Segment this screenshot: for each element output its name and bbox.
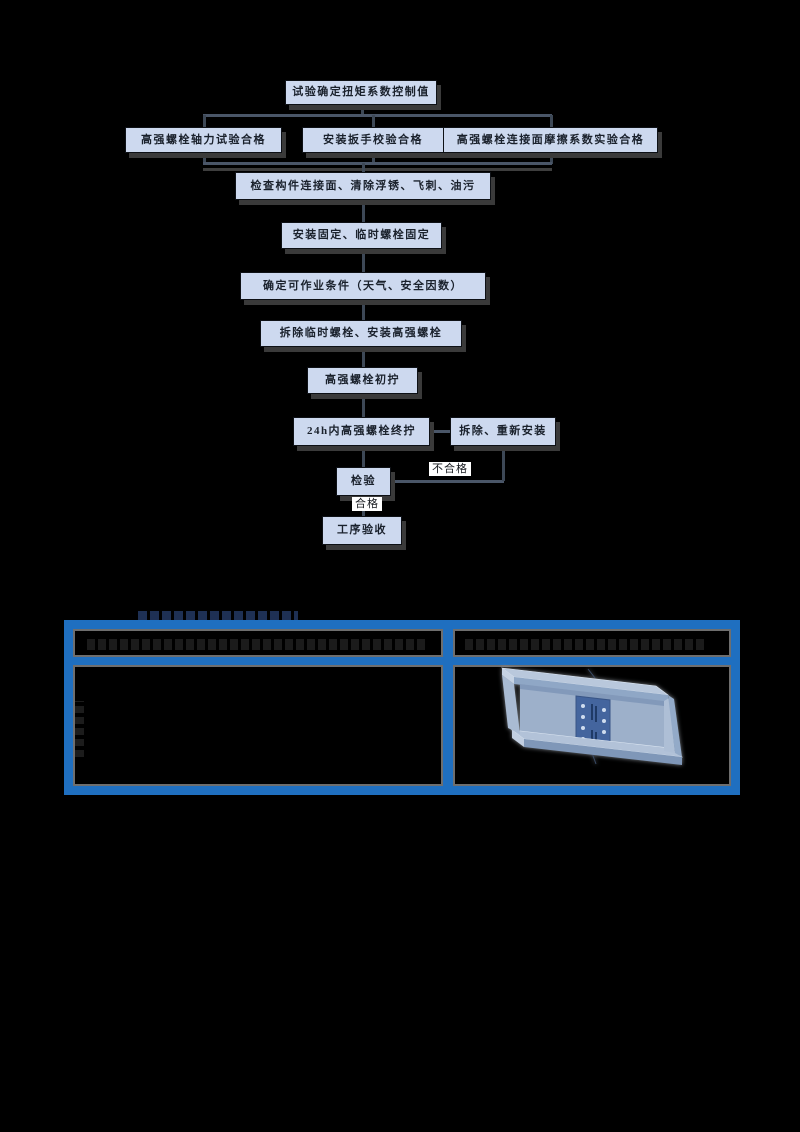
connector-line — [203, 115, 206, 128]
table-column-divider — [443, 629, 453, 657]
connector-line — [372, 115, 375, 128]
flow-node-initial-tightening: 高强螺栓初拧 — [307, 367, 418, 394]
flow-node-remove-reinstall: 拆除、重新安装 — [450, 417, 556, 446]
connector-line — [550, 115, 553, 128]
flow-node-label: 拆除临时螺栓、安装高强螺栓 — [279, 327, 443, 340]
flow-node-label: 安装扳手校验合格 — [323, 133, 423, 146]
connector-line — [550, 153, 553, 164]
connector-line — [362, 394, 365, 418]
flow-node-work-conditions: 确定可作业条件（天气、安全因数） — [240, 272, 486, 300]
flow-node-label: 24h内高强螺栓终拧 — [306, 425, 417, 438]
edge-label-fail: 不合格 — [429, 462, 471, 477]
flow-node-label: 高强螺栓初拧 — [325, 374, 400, 387]
connector-line — [372, 153, 375, 164]
steel-beam-splice-image — [488, 654, 696, 790]
connector-line — [362, 200, 365, 223]
connector-line — [362, 347, 365, 368]
flow-node-wrench-calibration: 安装扳手校验合格 — [302, 127, 444, 153]
edge-label-pass: 合格 — [352, 497, 382, 512]
table-header-cell-left — [73, 629, 443, 657]
flow-node-process-acceptance: 工序验收 — [322, 516, 402, 545]
table-body-cell-right — [453, 665, 731, 786]
table-row-divider — [73, 657, 731, 665]
flow-node-label: 试验确定扭矩系数控制值 — [292, 86, 430, 99]
flow-node-label: 高强螺栓轴力试验合格 — [141, 133, 266, 146]
illegible-clipped-text-column — [75, 701, 84, 757]
procedure-table — [64, 620, 740, 795]
connector-line — [203, 153, 206, 164]
flow-node-label: 高强螺栓连接面摩擦系数实验合格 — [456, 133, 645, 146]
flow-node-label: 工序验收 — [337, 524, 387, 537]
connector-line — [502, 447, 505, 481]
flow-node-label: 安装固定、临时螺栓固定 — [292, 229, 431, 242]
table-header-cell-right — [453, 629, 731, 657]
flow-node-label: 检查构件连接面、清除浮锈、飞刺、油污 — [250, 179, 476, 192]
flow-node-friction-coefficient-test: 高强螺栓连接面摩擦系数实验合格 — [443, 127, 658, 153]
flow-node-final-tightening-24h: 24h内高强螺栓终拧 — [293, 417, 430, 446]
connector-line — [430, 430, 450, 433]
flow-node-label: 确定可作业条件（天气、安全因数） — [263, 279, 463, 292]
connector-line — [391, 480, 504, 483]
flow-node-install-hs-bolts: 拆除临时螺栓、安装高强螺栓 — [260, 320, 462, 347]
table-column-divider — [443, 665, 453, 786]
clipped-caption-text-fragment — [138, 611, 298, 620]
flow-node-torque-control-value: 试验确定扭矩系数控制值 — [285, 80, 437, 105]
illegible-header-text — [87, 639, 427, 650]
connector-line — [362, 250, 365, 273]
illegible-header-text — [465, 639, 705, 650]
connector-line — [361, 104, 364, 115]
connector-line — [362, 163, 365, 173]
flow-node-axial-force-test: 高强螺栓轴力试验合格 — [125, 127, 282, 153]
flow-node-inspect-connection-surface: 检查构件连接面、清除浮锈、飞刺、油污 — [235, 172, 491, 200]
connector-line — [203, 114, 552, 117]
flow-node-temporary-bolt-fixing: 安装固定、临时螺栓固定 — [281, 222, 442, 249]
flow-node-inspection: 检验 — [336, 467, 391, 496]
flow-node-label: 拆除、重新安装 — [459, 425, 547, 438]
table-body-cell-left — [73, 665, 443, 786]
flow-node-label: 检验 — [351, 475, 376, 488]
connector-line — [362, 446, 365, 468]
connector-line — [203, 162, 552, 165]
connector-line — [362, 301, 365, 321]
